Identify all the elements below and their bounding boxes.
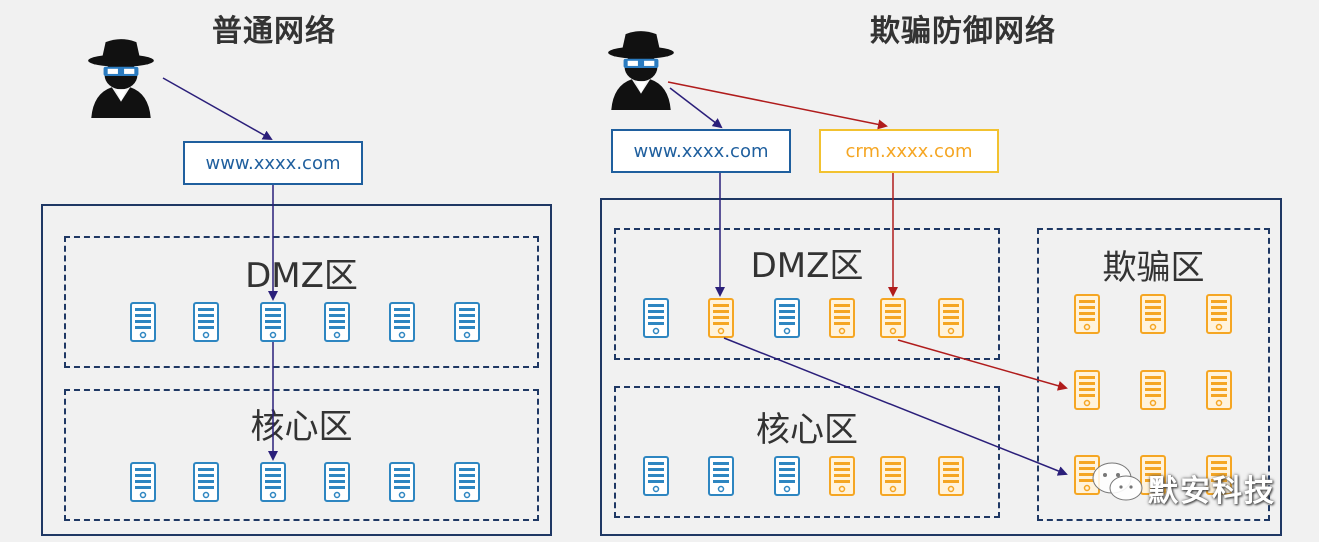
right-dmz-zone: DMZ区: [614, 228, 1000, 360]
server-icon: [829, 298, 855, 338]
right-core-zone: 核心区: [614, 386, 1000, 518]
hacker-icon: [608, 31, 674, 110]
right-title: 欺骗防御网络: [870, 14, 1056, 49]
server-icon: [324, 462, 350, 502]
right-decoy-url-label: crm.xxxx.com: [845, 140, 973, 162]
server-icon: [193, 462, 219, 502]
deception-label: 欺骗区: [1102, 248, 1205, 288]
server-icon: [829, 456, 855, 496]
right-real-url-label: www.xxxx.com: [633, 140, 769, 162]
server-icon: [1206, 294, 1232, 334]
server-icon: [260, 302, 286, 342]
server-icon: [1074, 294, 1100, 334]
right-real-url-box: www.xxxx.com: [611, 129, 791, 173]
server-icon: [389, 462, 415, 502]
left-title: 普通网络: [212, 14, 336, 49]
right-network-boundary: [600, 198, 1282, 536]
server-icon: [389, 302, 415, 342]
right-dmz-label: DMZ区: [750, 246, 864, 286]
server-icon: [880, 298, 906, 338]
server-icon: [708, 456, 734, 496]
server-icon: [643, 456, 669, 496]
wechat-icon: [1092, 462, 1143, 501]
arrow-attacker-to-url: [162, 77, 273, 140]
left-url-label: www.xxxx.com: [205, 152, 341, 174]
server-icon: [1140, 294, 1166, 334]
arrow-attacker-to-real-url: [669, 87, 723, 129]
server-icon: [708, 298, 734, 338]
arrow-attacker-to-decoy-url: [667, 81, 888, 130]
server-icon: [643, 298, 669, 338]
hacker-icon: [88, 39, 154, 118]
server-icon: [130, 302, 156, 342]
server-icon: [1074, 370, 1100, 410]
server-icon: [260, 462, 286, 502]
server-icon: [774, 456, 800, 496]
server-icon: [880, 456, 906, 496]
server-icon: [454, 462, 480, 502]
left-network-boundary: [41, 204, 552, 536]
right-core-label: 核心区: [756, 410, 858, 450]
server-icon: [130, 462, 156, 502]
right-decoy-url-box: crm.xxxx.com: [819, 129, 999, 173]
server-icon: [1140, 370, 1166, 410]
server-icon: [938, 456, 964, 496]
server-icon: [774, 298, 800, 338]
server-icon: [938, 298, 964, 338]
server-icon: [193, 302, 219, 342]
left-dmz-label: DMZ区: [245, 256, 358, 296]
left-dmz-zone: DMZ区: [64, 236, 539, 368]
watermark-text: 默安科技: [1148, 474, 1276, 509]
left-core-label: 核心区: [250, 407, 353, 447]
left-core-zone: 核心区: [64, 389, 539, 521]
left-url-box: www.xxxx.com: [183, 141, 363, 185]
server-icon: [454, 302, 480, 342]
server-icon: [324, 302, 350, 342]
server-icon: [1206, 370, 1232, 410]
